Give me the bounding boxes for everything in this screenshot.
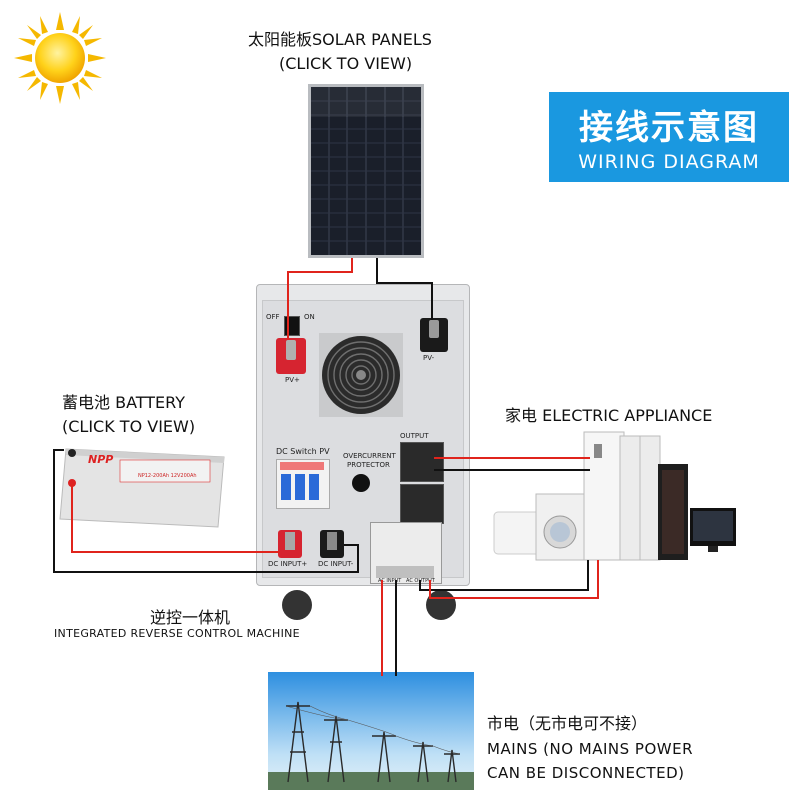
battery-model: NP12-200Ah 12V200Ah (138, 473, 197, 479)
dc-input-plus-label: DC INPUT+ (268, 560, 308, 568)
solar-click-to-view-link[interactable]: (CLICK TO VIEW) (279, 54, 413, 73)
mains-power-grid-image[interactable] (268, 672, 474, 790)
sun-icon (14, 12, 106, 104)
wheel-left (282, 590, 312, 620)
ac-input-label: AC INPUT (378, 578, 402, 584)
on-label: ON (304, 313, 315, 321)
mains-label-en-1: MAINS (NO MAINS POWER (487, 740, 694, 758)
ac-output-label: AC OUTPUT (406, 578, 435, 584)
off-label: OFF (266, 313, 280, 321)
mains-label-cn: 市电（无市电可不接） (487, 714, 648, 733)
battery-label: 蓄电池 BATTERY (62, 393, 186, 412)
machine-label-cn: 逆控一体机 (150, 608, 231, 627)
overcurrent-protector-button[interactable] (352, 474, 370, 492)
power-switch[interactable] (284, 316, 300, 336)
battery-image[interactable]: NPP NP12-200Ah 12V200Ah (58, 443, 228, 529)
electric-appliances-image[interactable] (490, 428, 740, 568)
dc-input-minus-label: DC INPUT- (318, 560, 354, 568)
overcurrent-label: OVERCURRENT (343, 452, 396, 460)
solar-panel-image[interactable] (308, 84, 424, 258)
wheel-right (426, 590, 456, 620)
title-en: WIRING DIAGRAM (578, 151, 760, 173)
output-socket-1[interactable] (400, 442, 444, 482)
protector-label: PROTECTOR (347, 461, 390, 469)
dc-switch-label: DC Switch PV (276, 447, 330, 456)
battery-brand: NPP (88, 453, 114, 466)
pv-minus-label: PV- (423, 354, 435, 362)
pv-plus-label: PV+ (285, 376, 300, 384)
fan-icon (319, 333, 403, 417)
output-socket-2[interactable] (400, 484, 444, 524)
mains-label-en-2: CAN BE DISCONNECTED) (487, 764, 685, 782)
title-cn: 接线示意图 (579, 108, 759, 148)
wiring-diagram-title: 接线示意图 WIRING DIAGRAM (549, 92, 789, 182)
machine-label-en: INTEGRATED REVERSE CONTROL MACHINE (54, 627, 300, 640)
appliance-label: 家电 ELECTRIC APPLIANCE (505, 406, 713, 425)
output-label: OUTPUT (400, 432, 429, 440)
solar-panels-label: 太阳能板SOLAR PANELS (248, 30, 432, 49)
battery-click-to-view-link[interactable]: (CLICK TO VIEW) (62, 417, 196, 436)
